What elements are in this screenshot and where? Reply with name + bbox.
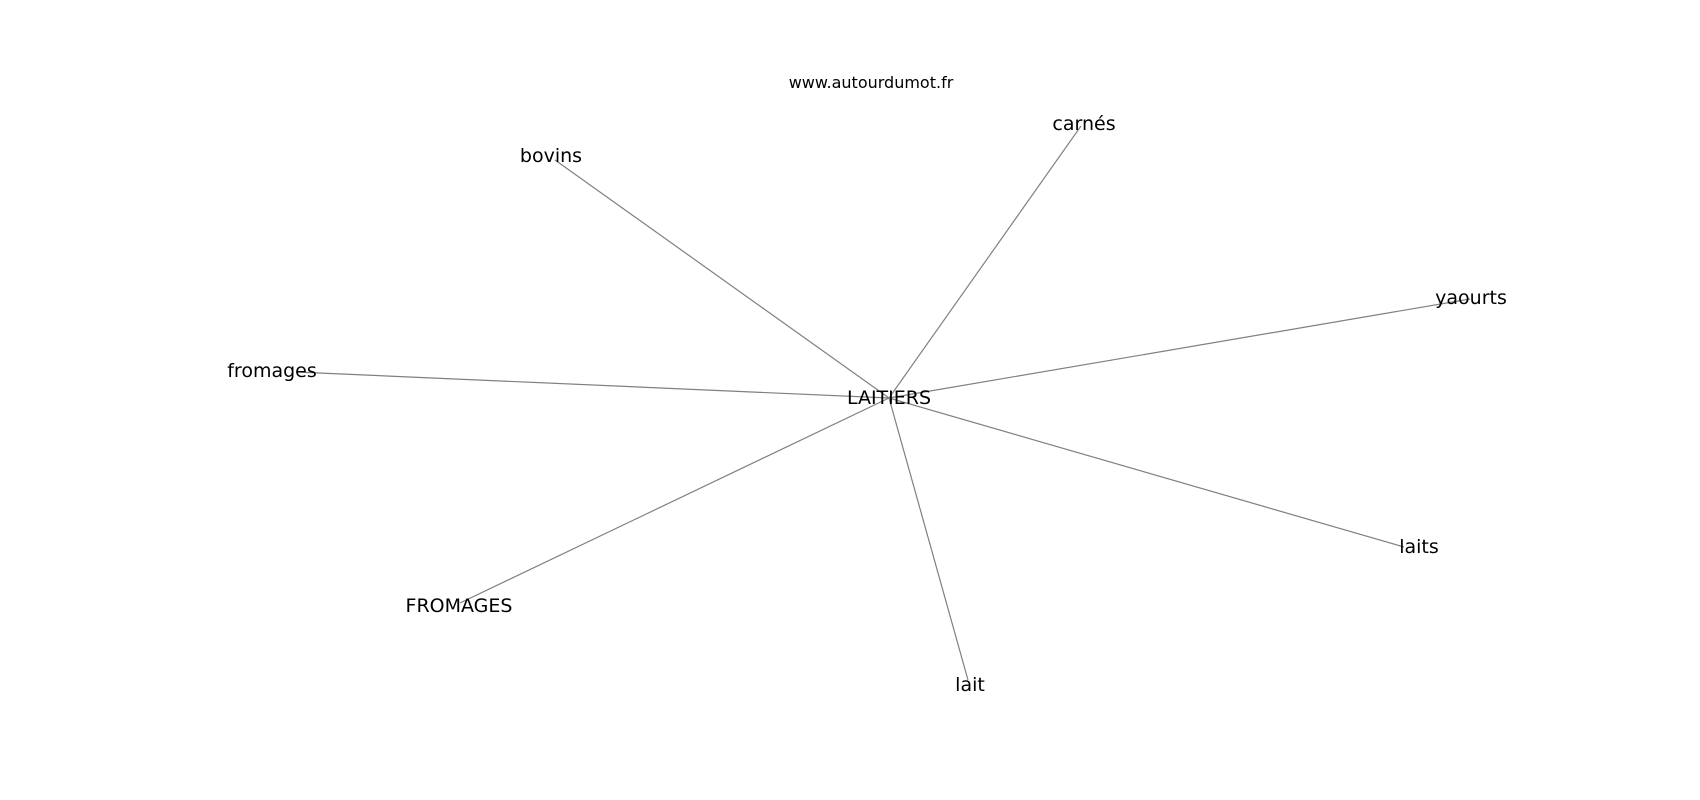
graph-labels: LAITIERS bovins carnés yaourts fromages …: [227, 113, 1507, 696]
node-label-fromages-upper[interactable]: FROMAGES: [406, 595, 513, 617]
node-label-yaourts[interactable]: yaourts: [1435, 287, 1507, 309]
edge-carnes: [888, 125, 1082, 399]
node-label-lait[interactable]: lait: [955, 674, 985, 696]
node-label-center[interactable]: LAITIERS: [847, 387, 931, 409]
edge-laits: [888, 397, 1405, 548]
edge-yaourts: [888, 298, 1471, 399]
edge-fromages: [295, 371, 890, 399]
site-url: www.autourdumot.fr: [789, 73, 954, 92]
edge-bovins: [554, 159, 890, 399]
node-label-bovins[interactable]: bovins: [520, 145, 582, 167]
node-label-laits[interactable]: laits: [1399, 536, 1439, 558]
edge-lait: [888, 397, 969, 681]
node-label-fromages[interactable]: fromages: [227, 360, 317, 382]
node-label-carnes[interactable]: carnés: [1052, 113, 1115, 135]
graph-edges: [295, 125, 1471, 681]
edge-fromages-upper: [459, 397, 890, 604]
